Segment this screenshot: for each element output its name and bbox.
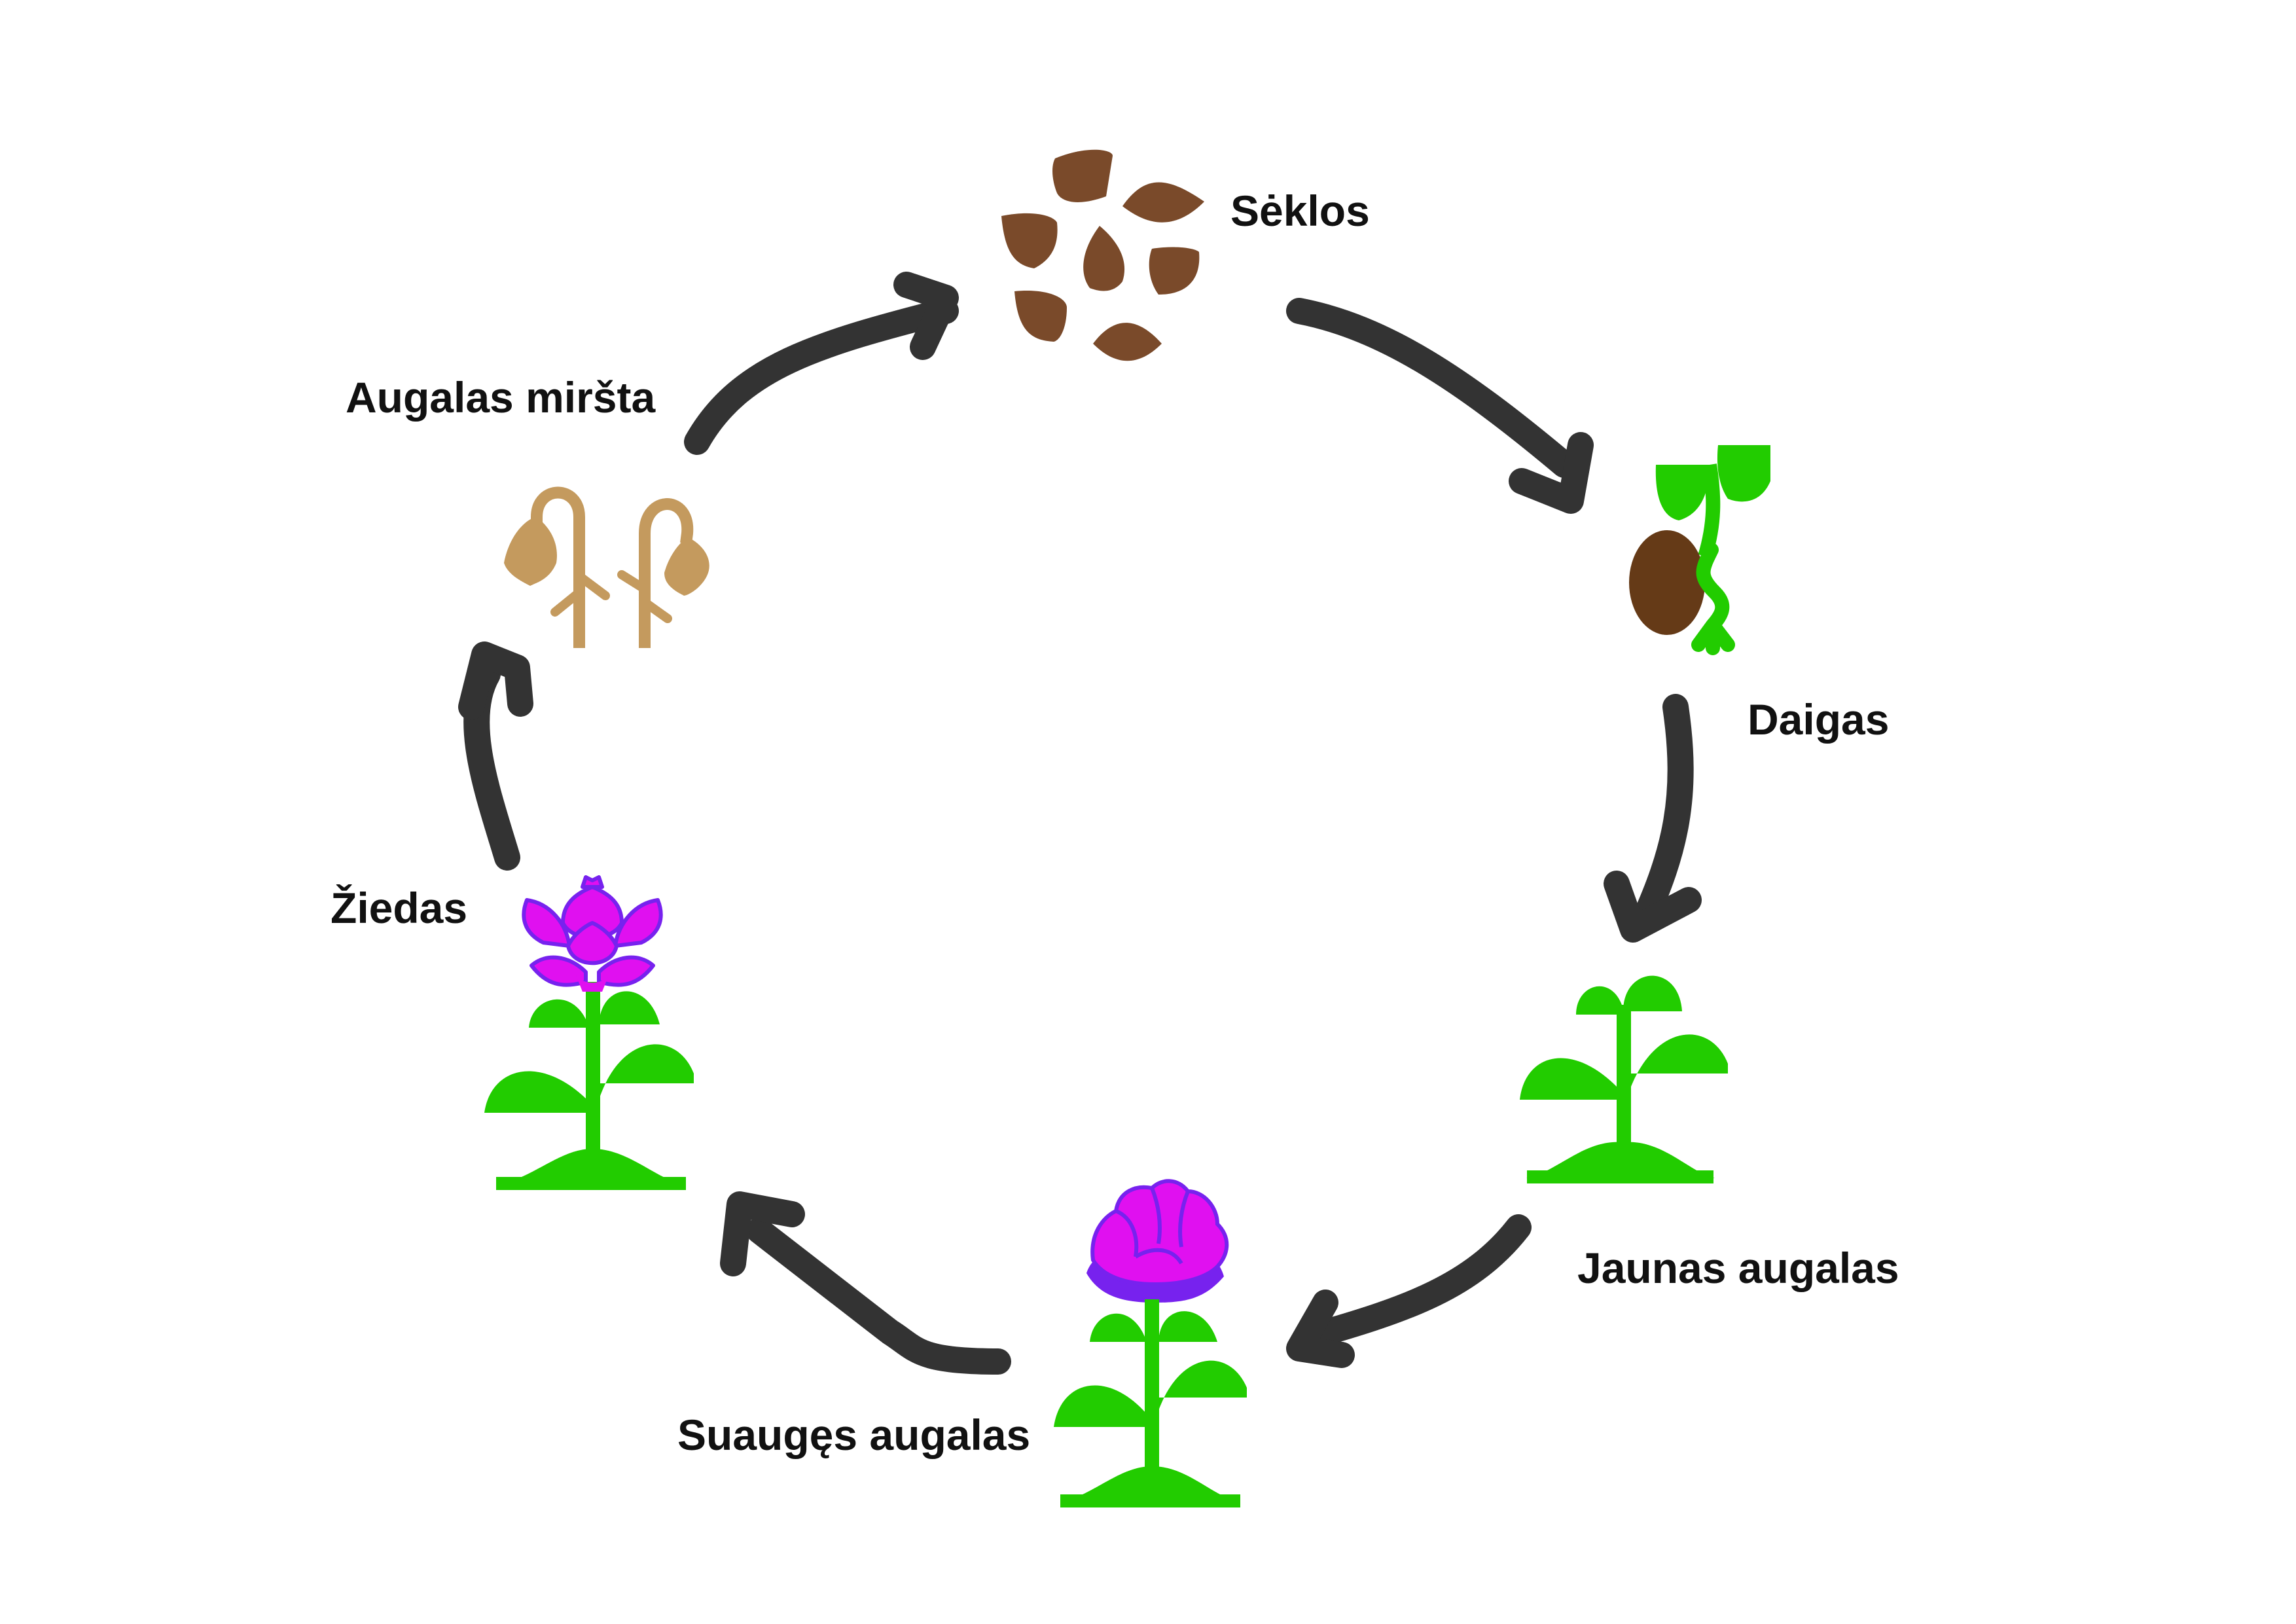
arrow-sprout-to-young — [1604, 694, 1702, 943]
plant-with-bud-icon — [1054, 1179, 1247, 1507]
wilted-plant-left — [504, 486, 610, 648]
arrow-adult-to-flower — [720, 1191, 1011, 1375]
label-flower: Žiedas — [331, 884, 467, 932]
wilted-plants-icon — [504, 486, 709, 648]
label-seeds: Sėklos — [1230, 187, 1370, 235]
label-young-plant: Jaunas augalas — [1577, 1244, 1899, 1292]
young-plant-icon — [1520, 975, 1728, 1183]
cycle-arrows — [458, 272, 1702, 1375]
label-adult-plant: Suaugęs augalas — [677, 1411, 1030, 1459]
arrow-young-to-adult — [1286, 1214, 1532, 1368]
arrow-flower-to-dying — [458, 641, 533, 871]
flowering-plant-icon — [484, 875, 694, 1190]
seeds-icon — [1001, 149, 1204, 361]
arrow-dying-to-seeds — [684, 272, 959, 455]
label-sprout: Daigas — [1748, 695, 1889, 744]
arrow-seeds-to-sprout — [1286, 298, 1594, 514]
label-plant-dies: Augalas miršta — [346, 373, 656, 422]
wilted-plant-right — [617, 498, 709, 648]
sprouting-bean-icon — [1629, 445, 1770, 655]
